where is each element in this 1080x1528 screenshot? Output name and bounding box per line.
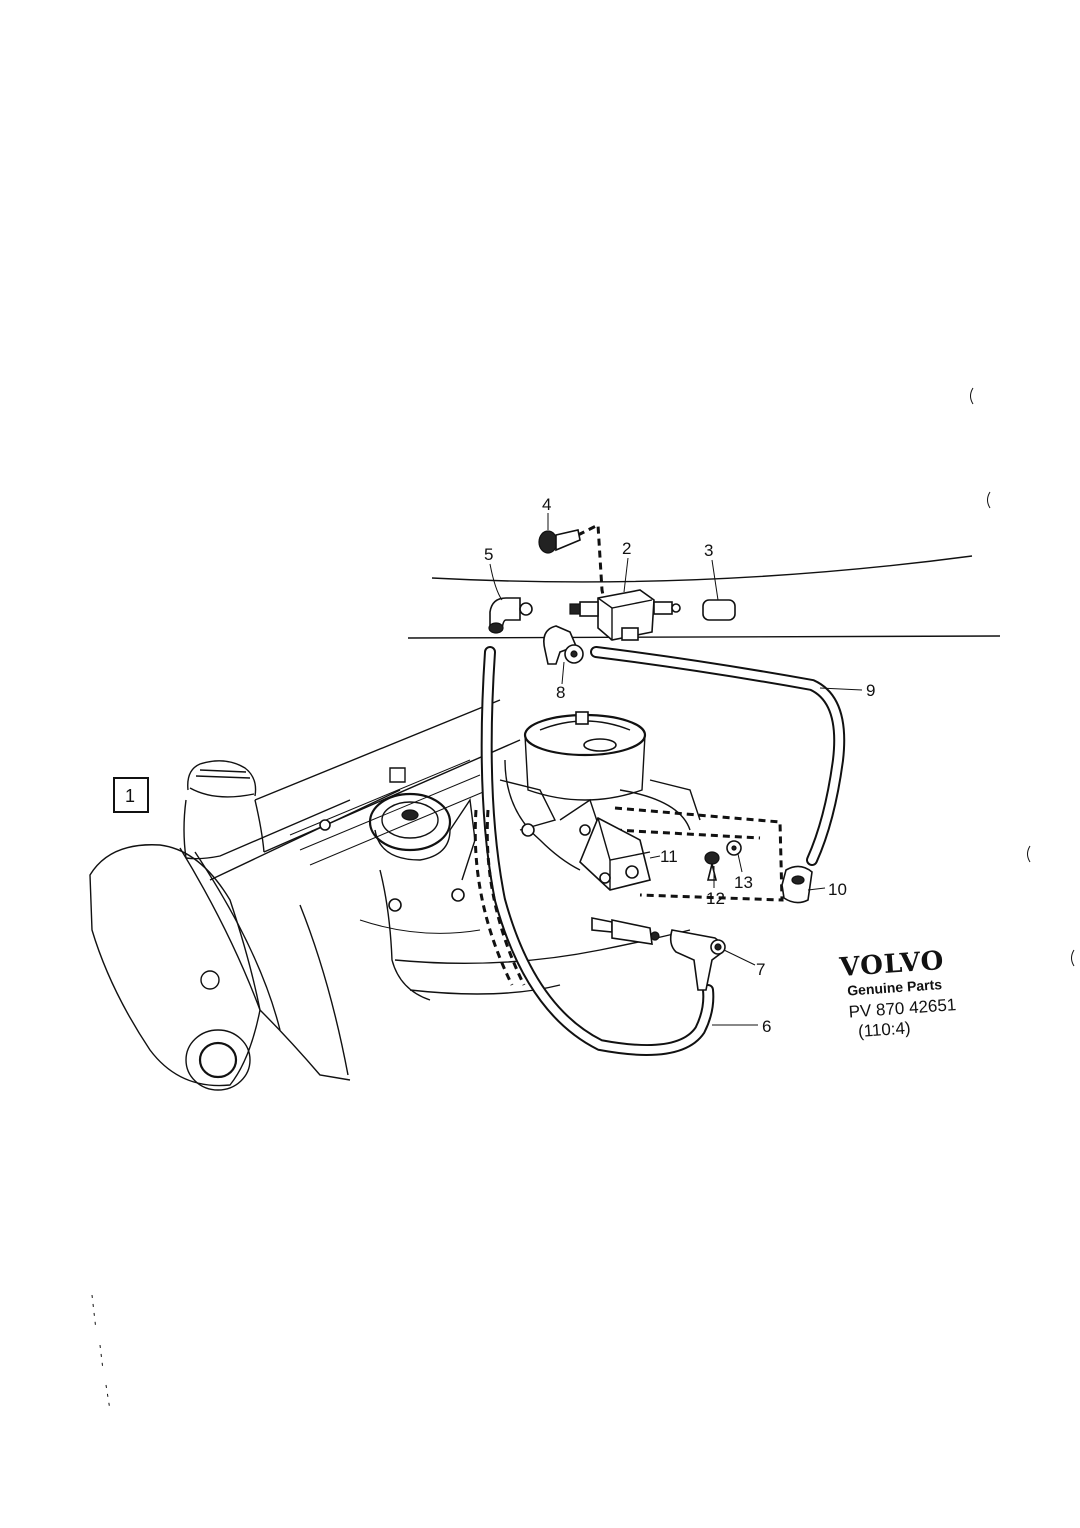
part-cap [702,599,736,621]
hoses [480,646,846,1056]
hood-outline [407,555,1001,639]
part-carb-valve [579,816,651,891]
callout-10: 10 [828,880,847,899]
part-screw [538,529,581,554]
diagram-reference: (110:4) [857,1018,911,1041]
callout-3: 3 [704,541,713,560]
part-elbow-lower [543,625,584,665]
callout-numbers: 2 3 4 5 6 7 8 9 10 11 12 13 [484,495,875,1036]
part-screw-small [704,851,720,881]
parts [488,529,813,991]
brand-block: VOLVO Genuine Parts PV 870 42651 (110:4) [838,946,957,1041]
callout-7: 7 [756,960,765,979]
part-washer [726,840,742,856]
callout-12: 12 [706,889,725,908]
part-connector [781,865,813,904]
callout-13: 13 [734,873,753,892]
scan-marks [91,387,1075,1411]
part-elbow-upper [488,597,533,634]
group-label-box [113,777,149,813]
part-valve [569,589,681,641]
engine-illustration [89,699,701,1091]
part-number: PV 870 42651 [848,995,957,1021]
group-label: 1 [125,786,135,806]
part-tee [591,917,726,991]
brand-name: VOLVO [838,946,946,983]
callout-8: 8 [556,683,565,702]
callout-4: 4 [542,495,551,514]
callout-6: 6 [762,1017,771,1036]
callout-11: 11 [660,847,678,866]
callout-2: 2 [622,539,631,558]
callout-5: 5 [484,545,493,564]
callout-9: 9 [866,681,875,700]
leader-lines [489,513,863,1026]
brand-subtitle: Genuine Parts [847,976,943,999]
